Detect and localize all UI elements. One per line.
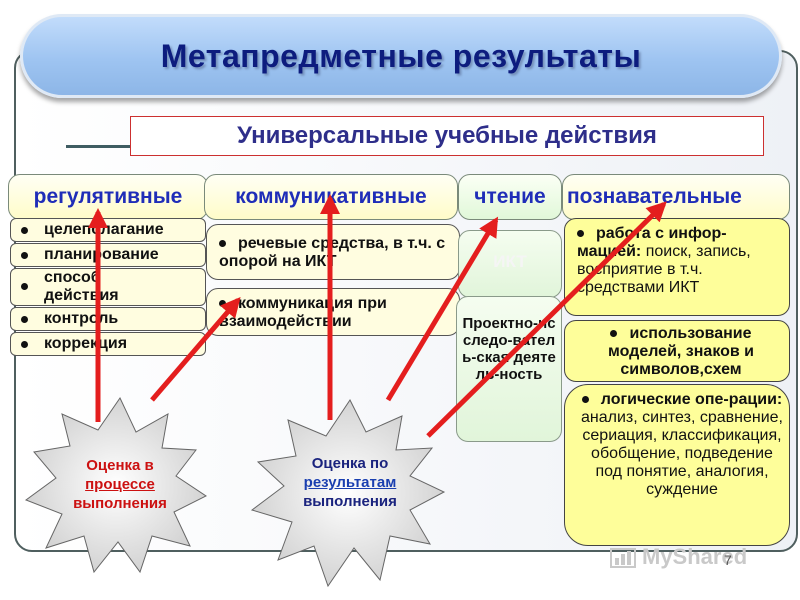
bullet bbox=[610, 330, 618, 338]
list-item: речевые средства, в т.ч. с опорой на ИКТ bbox=[206, 224, 460, 280]
arrow bbox=[426, 201, 667, 438]
star-results-label: Оценка по результатам выполнения bbox=[303, 455, 397, 510]
list-item: использование моделей, знаков и символов… bbox=[564, 320, 790, 382]
watermark: MyShared bbox=[610, 542, 760, 572]
ikt-label: ИКТ bbox=[493, 252, 527, 271]
bullet bbox=[21, 315, 28, 323]
header-reading-label: чтение bbox=[474, 185, 546, 208]
bullet bbox=[21, 340, 28, 348]
list-item: планирование bbox=[10, 243, 206, 267]
list-item: логические опе-рации: анализ, синтез, ср… bbox=[564, 384, 790, 546]
bullet bbox=[577, 230, 584, 238]
bullet bbox=[21, 251, 28, 259]
star-results bbox=[250, 399, 446, 588]
page-number: 7 bbox=[724, 552, 732, 568]
decor-line bbox=[66, 145, 158, 148]
subtitle-box: Универсальные учебные действия bbox=[130, 116, 764, 156]
subtitle: Универсальные учебные действия bbox=[237, 122, 657, 149]
bullet bbox=[581, 396, 589, 404]
bullet bbox=[219, 240, 226, 248]
list-item: коммуникация при взаимодействии bbox=[206, 288, 460, 336]
title-banner: Метапредметные результаты bbox=[20, 14, 782, 98]
header-cognitive-label: познавательные bbox=[567, 185, 742, 208]
ikt-box: ИКТ bbox=[458, 230, 562, 298]
arrow bbox=[150, 296, 241, 402]
project-box: Проектно-исследо-ватель-ская деятель-нос… bbox=[456, 296, 562, 442]
star-process-label: Оценка в процессе выполнения bbox=[73, 457, 167, 512]
header-regulative-label: регулятивные bbox=[33, 185, 183, 208]
header-cognitive: познавательные bbox=[562, 174, 790, 220]
arrow bbox=[385, 216, 499, 402]
list-item: способ действия bbox=[10, 268, 206, 306]
bullet bbox=[21, 226, 28, 234]
star-process bbox=[24, 396, 207, 574]
page-title: Метапредметные результаты bbox=[160, 37, 642, 74]
watermark-chart-icon bbox=[610, 548, 636, 568]
bullet bbox=[21, 283, 28, 290]
list-item: целеполагание bbox=[10, 218, 206, 242]
list-item: коррекция bbox=[10, 332, 206, 356]
header-reading: чтение bbox=[458, 174, 562, 220]
